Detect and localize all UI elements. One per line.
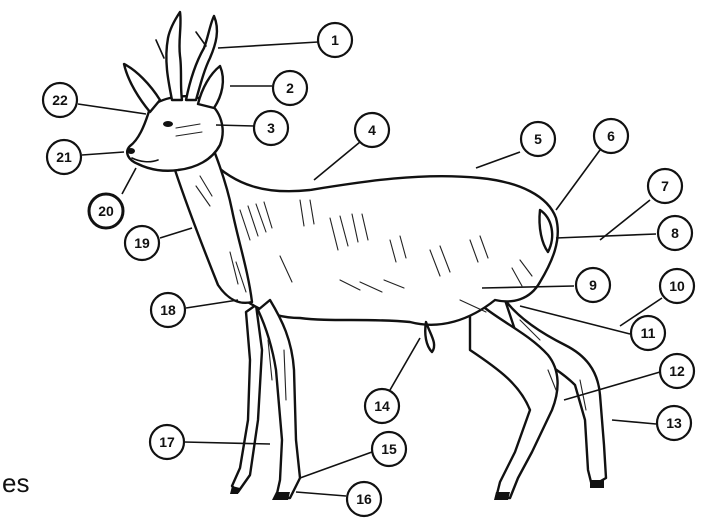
svg-text:3: 3 <box>267 120 275 136</box>
cropped-caption-text: es <box>2 468 29 499</box>
callout-19: 19 <box>125 226 159 260</box>
leader-21 <box>82 152 124 155</box>
callout-3: 3 <box>254 111 288 145</box>
leader-3 <box>216 125 254 126</box>
front-far-leg <box>232 305 262 492</box>
tuft <box>425 322 434 352</box>
deer-drawing <box>124 12 606 500</box>
svg-text:4: 4 <box>368 122 376 138</box>
svg-text:19: 19 <box>134 235 150 251</box>
svg-text:15: 15 <box>381 441 397 457</box>
svg-text:12: 12 <box>669 363 685 379</box>
leader-14 <box>390 338 420 390</box>
svg-text:20: 20 <box>98 203 114 219</box>
callout-18: 18 <box>151 293 185 327</box>
eye <box>163 121 173 127</box>
svg-text:14: 14 <box>374 398 390 414</box>
callout-22: 22 <box>43 83 77 117</box>
callout-7: 7 <box>648 169 682 203</box>
leader-15 <box>300 452 372 478</box>
svg-text:6: 6 <box>607 128 615 144</box>
leader-17 <box>184 442 270 444</box>
svg-text:17: 17 <box>159 434 175 450</box>
svg-text:8: 8 <box>671 225 679 241</box>
leader-16 <box>296 492 346 496</box>
leader-1 <box>218 42 318 48</box>
svg-text:11: 11 <box>641 325 656 341</box>
hoof-hind-near <box>494 492 510 500</box>
callout-1: 1 <box>318 23 352 57</box>
callout-2: 2 <box>273 71 307 105</box>
hoof-front-near <box>272 492 290 500</box>
svg-text:22: 22 <box>52 92 68 108</box>
callout-10: 10 <box>660 269 694 303</box>
callout-12: 12 <box>660 354 694 388</box>
leader-20 <box>122 168 136 194</box>
callout-4: 4 <box>355 113 389 147</box>
svg-text:7: 7 <box>661 178 669 194</box>
callout-20: 20 <box>89 194 123 228</box>
callout-17: 17 <box>150 425 184 459</box>
antler-tine-right <box>196 32 206 46</box>
callout-9: 9 <box>576 268 610 302</box>
svg-text:16: 16 <box>356 491 372 507</box>
left-ear <box>124 64 160 112</box>
leader-4 <box>314 142 360 180</box>
leader-19 <box>160 228 192 238</box>
leader-22 <box>78 104 146 114</box>
front-near-leg <box>258 300 300 498</box>
leader-6 <box>556 150 600 210</box>
leader-13 <box>612 420 656 424</box>
deer-body <box>200 160 558 325</box>
antler-tine-left <box>156 40 164 58</box>
left-antler <box>166 12 182 100</box>
svg-text:21: 21 <box>56 149 72 165</box>
nose <box>127 148 135 154</box>
callout-6: 6 <box>594 119 628 153</box>
callout-11: 11 <box>631 316 665 350</box>
svg-text:13: 13 <box>666 415 682 431</box>
callout-14: 14 <box>365 389 399 423</box>
svg-text:18: 18 <box>160 302 176 318</box>
svg-text:9: 9 <box>589 277 597 293</box>
leader-5 <box>476 152 520 168</box>
svg-text:1: 1 <box>331 32 339 48</box>
svg-text:10: 10 <box>669 278 685 294</box>
callout-16: 16 <box>347 482 381 516</box>
svg-text:2: 2 <box>286 80 294 96</box>
svg-text:5: 5 <box>534 131 542 147</box>
callout-8: 8 <box>658 216 692 250</box>
callout-15: 15 <box>372 432 406 466</box>
callout-5: 5 <box>521 122 555 156</box>
callout-21: 21 <box>47 140 81 174</box>
hoof-hind-far <box>590 480 604 488</box>
leader-18 <box>186 300 238 308</box>
callout-13: 13 <box>657 406 691 440</box>
